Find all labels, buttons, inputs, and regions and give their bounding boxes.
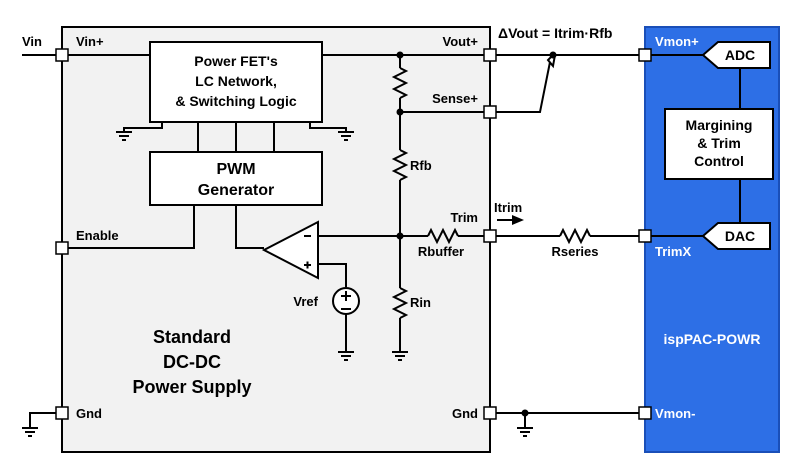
- gnd-left-label: Gnd: [76, 406, 102, 421]
- pwm-block: [149, 151, 323, 206]
- pin-vmon-plus: [638, 48, 652, 62]
- pwm-block-line-2: Generator: [198, 182, 274, 199]
- pin-trimx: [638, 229, 652, 243]
- trim-label: Trim: [451, 210, 478, 225]
- pin-enable: [55, 241, 69, 255]
- vmon-minus-label: Vmon-: [655, 406, 695, 421]
- pin-gnd-left: [55, 406, 69, 420]
- vin-plus-label: Vin+: [76, 34, 104, 49]
- trimx-label: TrimX: [655, 244, 691, 259]
- supply-title-line-1: Standard: [153, 327, 231, 347]
- supply-title-line-3: Power Supply: [132, 377, 251, 397]
- ground-icon: [338, 131, 354, 141]
- pin-vmon-minus: [638, 406, 652, 420]
- supply-title-line-2: DC-DC: [163, 352, 221, 372]
- ground-icon: [116, 131, 132, 141]
- fet-block-line-3: & Switching Logic: [175, 93, 297, 109]
- diagram-title: ΔVout = Itrim·Rfb: [498, 25, 612, 41]
- rseries-label: Rseries: [552, 244, 599, 259]
- ground-icon: [338, 351, 354, 361]
- pin-trim: [483, 229, 497, 243]
- enable-label: Enable: [76, 228, 119, 243]
- control-line-2: & Trim: [697, 135, 741, 151]
- pin-sense-plus: [483, 105, 497, 119]
- ground-icon: [392, 351, 408, 361]
- fet-block: [149, 41, 323, 123]
- itrim-label: Itrim: [494, 200, 522, 215]
- rbuffer-label: Rbuffer: [418, 244, 464, 259]
- rfb-label: Rfb: [410, 158, 432, 173]
- isppac-name: ispPAC-POWR: [664, 331, 761, 347]
- vmon-plus-label: Vmon+: [655, 34, 699, 49]
- gnd-right-label: Gnd: [452, 406, 478, 421]
- pin-vin-plus: [55, 48, 69, 62]
- fet-block-line-2: LC Network,: [195, 73, 277, 89]
- vin-label: Vin: [22, 34, 42, 49]
- ground-icon: [22, 427, 38, 437]
- adc-block: [701, 41, 771, 69]
- pwm-block-line-1: PWM: [216, 161, 255, 178]
- adc-label: ADC: [725, 47, 755, 63]
- vout-plus-label: Vout+: [442, 34, 478, 49]
- control-line-1: Margining: [686, 117, 753, 133]
- dac-label: DAC: [725, 228, 755, 244]
- ground-icon: [517, 427, 533, 437]
- rin-label: Rin: [410, 295, 431, 310]
- dac-block: [701, 222, 771, 250]
- vref-label: Vref: [293, 294, 318, 309]
- fet-block-line-1: Power FET's: [194, 53, 278, 69]
- sense-plus-label: Sense+: [432, 91, 478, 106]
- control-line-3: Control: [694, 153, 744, 169]
- margining-control-block: [664, 108, 774, 180]
- pin-gnd-right: [483, 406, 497, 420]
- pin-vout-plus: [483, 48, 497, 62]
